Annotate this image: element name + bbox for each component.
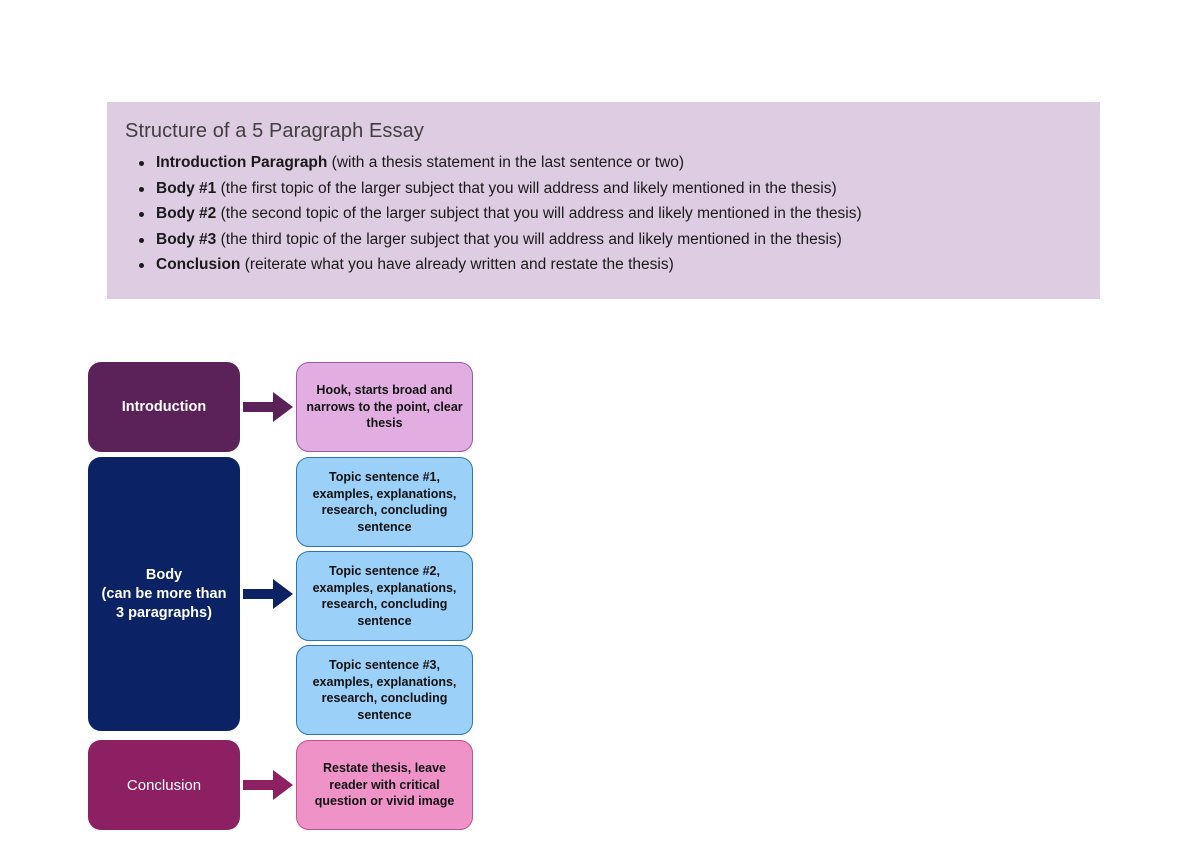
list-item-rest: (the second topic of the larger subject … <box>216 205 862 222</box>
arrow-right-icon <box>243 390 295 424</box>
essay-structure-banner: Structure of a 5 Paragraph Essay Introdu… <box>107 102 1100 299</box>
detail-box-topic-3: Topic sentence #3, examples, explanation… <box>296 645 473 735</box>
list-item: Body #2 (the second topic of the larger … <box>125 201 1080 227</box>
stage-box-introduction: Introduction <box>88 362 240 452</box>
stage-box-body: Body (can be more than 3 paragraphs) <box>88 457 240 731</box>
list-item-lead: Body #3 <box>156 230 217 248</box>
stage-box-conclusion: Conclusion <box>88 740 240 830</box>
page-title: Structure of a 5 Paragraph Essay <box>125 120 424 142</box>
list-item: Introduction Paragraph (with a thesis st… <box>125 150 1080 176</box>
list-item: Body #3 (the third topic of the larger s… <box>125 227 1080 253</box>
list-item-rest: (reiterate what you have already written… <box>240 256 674 273</box>
list-item-rest: (with a thesis statement in the last sen… <box>327 154 685 171</box>
detail-box-restate: Restate thesis, leave reader with critic… <box>296 740 473 830</box>
arrow-right-icon <box>243 577 295 611</box>
list-item-lead: Body #2 <box>156 205 217 222</box>
list-item-lead: Body #1 <box>156 179 217 197</box>
list-item-rest: (the third topic of the larger subject t… <box>216 230 842 248</box>
detail-box-topic-1: Topic sentence #1, examples, explanation… <box>296 457 473 547</box>
list-item: Body #1 (the first topic of the larger s… <box>125 176 1080 202</box>
essay-structure-list: Introduction Paragraph (with a thesis st… <box>125 150 1080 278</box>
arrow-right-icon <box>243 768 295 802</box>
list-item-lead: Introduction Paragraph <box>156 154 328 171</box>
list-item: Conclusion (reiterate what you have alre… <box>125 252 1080 278</box>
list-item-rest: (the first topic of the larger subject t… <box>216 179 837 197</box>
list-item-lead: Conclusion <box>156 256 241 273</box>
detail-box-hook: Hook, starts broad and narrows to the po… <box>296 362 473 452</box>
detail-box-topic-2: Topic sentence #2, examples, explanation… <box>296 551 473 641</box>
